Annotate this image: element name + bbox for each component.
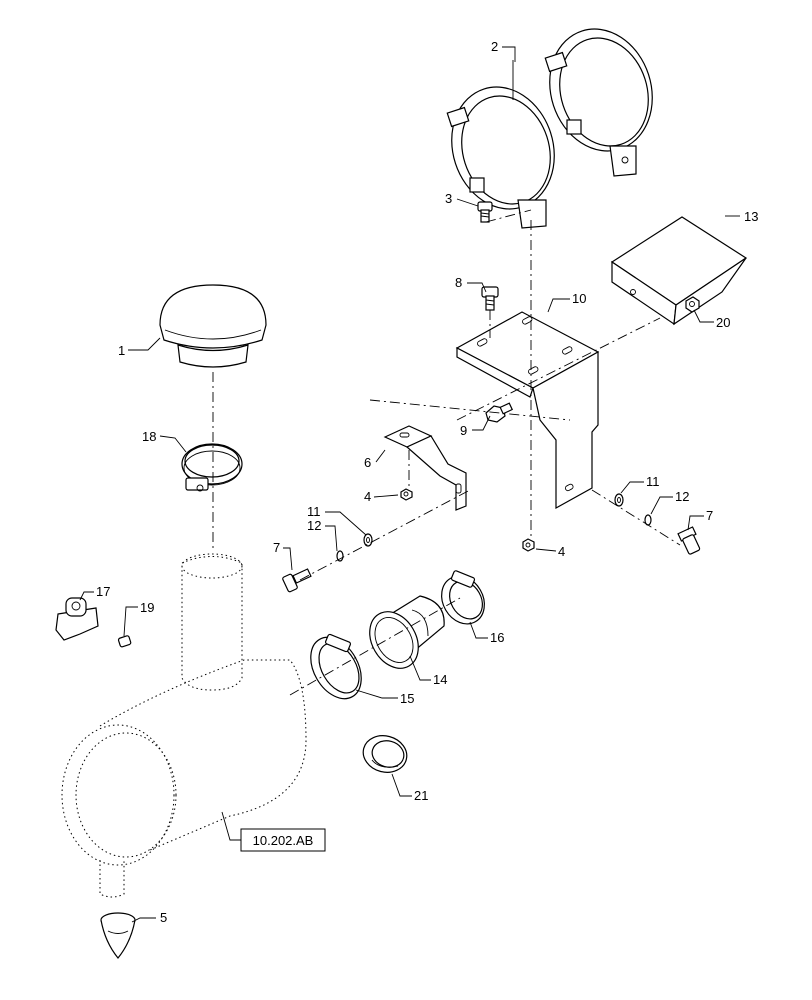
callout-6: 6 xyxy=(364,455,371,470)
part-14-hose[interactable] xyxy=(360,595,445,677)
callout-15: 15 xyxy=(400,691,414,706)
callout-21: 21 xyxy=(414,788,428,803)
callout-12-right: 12 xyxy=(675,489,689,504)
callout-16: 16 xyxy=(490,630,504,645)
part-11-washer-left[interactable] xyxy=(363,533,373,547)
callout-18: 18 xyxy=(142,429,156,444)
callout-7-right: 7 xyxy=(706,508,713,523)
part-17-restriction-indicator[interactable] xyxy=(55,597,99,641)
callout-9: 9 xyxy=(460,423,467,438)
part-15-hose-clamp[interactable] xyxy=(300,628,371,707)
part-11-washer-right[interactable] xyxy=(614,493,624,507)
callout-14: 14 xyxy=(433,672,447,687)
callout-10: 10 xyxy=(572,291,586,306)
part-7-bolt-left[interactable] xyxy=(282,568,312,593)
callout-11-right: 11 xyxy=(646,474,660,489)
part-4-nut-right[interactable] xyxy=(522,538,535,552)
part-10-bracket[interactable] xyxy=(455,311,600,510)
reference-box-10-202-ab[interactable]: 10.202.AB xyxy=(221,811,326,852)
callout-19: 19 xyxy=(140,600,154,615)
callout-3: 3 xyxy=(445,191,452,206)
part-4-nut-left[interactable] xyxy=(400,488,413,501)
part-21-seal[interactable] xyxy=(359,731,411,777)
part-7-bolt-right[interactable] xyxy=(677,526,701,555)
callout-12-left: 12 xyxy=(307,518,321,533)
air-cleaner-assembly-reference xyxy=(61,553,307,898)
callout-labels: 1 2 3 4 4 5 6 7 7 8 9 10 11 11 12 12 13 … xyxy=(96,39,758,925)
callout-8: 8 xyxy=(455,275,462,290)
part-1-precleaner-cap[interactable] xyxy=(159,284,267,368)
part-19-fitting[interactable] xyxy=(117,635,132,648)
part-5-vacuator-valve[interactable] xyxy=(100,912,136,959)
assembly-centerlines xyxy=(212,209,681,696)
reference-label: 10.202.AB xyxy=(253,833,314,848)
callout-20: 20 xyxy=(716,315,730,330)
part-9-bolt[interactable] xyxy=(485,402,514,423)
part-20-nut[interactable] xyxy=(685,296,700,313)
callout-4-right: 4 xyxy=(558,544,565,559)
part-3-bolt[interactable] xyxy=(477,201,493,223)
callout-1: 1 xyxy=(118,343,125,358)
callout-11-left: 11 xyxy=(307,504,321,519)
part-13-shield[interactable] xyxy=(610,216,748,326)
callout-13: 13 xyxy=(744,209,758,224)
part-16-hose-clamp[interactable] xyxy=(433,568,493,631)
part-2-mounting-bands[interactable] xyxy=(436,16,667,229)
callout-17: 17 xyxy=(96,584,110,599)
callout-2: 2 xyxy=(491,39,498,54)
callout-4-left: 4 xyxy=(364,489,371,504)
leader-lines xyxy=(79,46,740,923)
callout-5: 5 xyxy=(160,910,167,925)
part-6-bracket[interactable] xyxy=(383,425,467,511)
callout-7-left: 7 xyxy=(273,540,280,555)
part-8-bolt[interactable] xyxy=(481,286,499,311)
part-18-hose-clamp[interactable] xyxy=(181,443,243,492)
